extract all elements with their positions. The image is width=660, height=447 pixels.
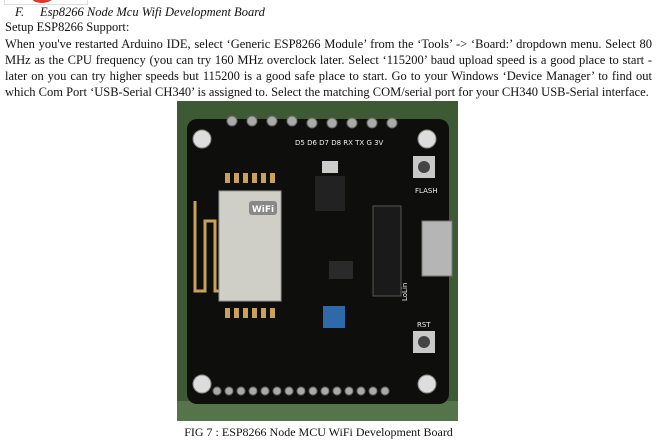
section-number: F. xyxy=(15,5,25,19)
svg-text:WiFi: WiFi xyxy=(252,205,274,215)
svg-text:LoLin: LoLin xyxy=(401,283,409,301)
svg-text:D5 D6 D7 D8 RX TX G 3V: D5 D6 D7 D8 RX TX G 3V xyxy=(295,139,384,147)
body-paragraph: When you've restarted Arduino IDE, selec… xyxy=(5,37,652,99)
logo-fragment xyxy=(4,0,88,5)
svg-text:FLASH: FLASH xyxy=(415,187,438,195)
esp8266-board-photo: WiFi FLASH RST LoLin D5 D6 D7 D8 RX TX G… xyxy=(177,101,458,421)
subheading: Setup ESP8266 Support: xyxy=(5,20,130,34)
svg-text:RST: RST xyxy=(417,321,431,329)
figure-caption: FIG 7 : ESP8266 Node MCU WiFi Developmen… xyxy=(184,425,453,439)
section-heading: F. Esp8266 Node Mcu Wifi Development Boar… xyxy=(15,5,265,20)
section-title: Esp8266 Node Mcu Wifi Development Board xyxy=(40,5,265,19)
